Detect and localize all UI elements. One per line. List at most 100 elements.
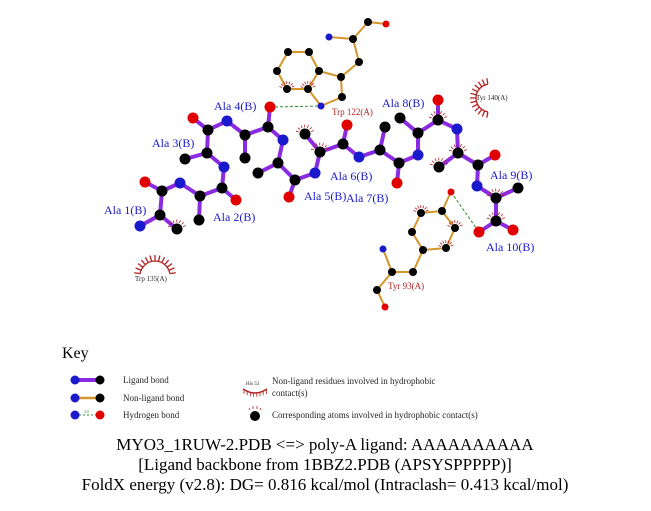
hydrophobic-contact-mark (438, 239, 454, 247)
nitrogen-atom (221, 115, 233, 127)
oxygen-atom (139, 176, 151, 188)
carbon-atom (490, 192, 502, 204)
carbon-atom (409, 268, 417, 276)
oxygen-atom (489, 149, 501, 161)
label-ala9: Ala 9(B) (490, 168, 532, 182)
carbon-atom (379, 121, 391, 133)
svg-text:Non-ligand residues involved i: Non-ligand residues involved in hydropho… (272, 376, 435, 386)
carbon-atom (171, 223, 183, 235)
carbon-atom (338, 93, 346, 101)
trp135-hydrophobic-arc (134, 255, 176, 275)
oxygen-atom (382, 20, 390, 28)
carbon-atom (374, 144, 386, 156)
key-hydrophobic-lashes (243, 390, 267, 397)
oxygen-atom (283, 191, 295, 203)
nitrogen-atom (218, 161, 230, 173)
caption-line1: MYO3_1RUW-2.PDB <=> poly-A ligand: AAAAA… (116, 435, 534, 454)
hydrophobic-contact-mark (486, 211, 505, 220)
oxygen-atom (432, 94, 444, 106)
oxygen-atom (473, 226, 485, 238)
carbon-atom (337, 138, 349, 150)
nitrogen-atom (309, 167, 321, 179)
hydrophobic-contact-mark (429, 157, 448, 166)
oxygen-atom (230, 194, 242, 206)
carbon-atom (349, 35, 357, 43)
carbon-atom (417, 209, 425, 217)
carbon-atom (490, 215, 502, 227)
carbon-atom (194, 190, 206, 202)
label-trp122: Trp 122(A) (332, 107, 373, 117)
nitrogen-atom (277, 134, 289, 146)
nonligand-bond (382, 248, 393, 273)
bonds (139, 21, 519, 308)
carbon-atom (433, 161, 445, 173)
carbon-atom (432, 114, 444, 126)
carbon-atom (394, 112, 406, 124)
nitrogen-atom (134, 220, 146, 232)
carbon-atom (315, 67, 323, 75)
label-ala10: Ala 10(B) (486, 240, 534, 254)
label-ala8: Ala 8(B) (382, 96, 424, 110)
tyr140-hydrophobic-arc (470, 78, 489, 118)
carbon-atom (283, 85, 291, 93)
carbon-atom (438, 207, 446, 215)
carbon-atom (364, 18, 372, 26)
oxygen-atom (341, 119, 353, 131)
label-ala4: Ala 4(B) (214, 99, 256, 113)
svg-text:Corresponding atoms involved i: Corresponding atoms involved in hydropho… (272, 410, 478, 420)
nitrogen-atom (412, 149, 424, 161)
svg-text:Ligand bond: Ligand bond (123, 375, 169, 385)
nitrogen-atom (451, 123, 463, 135)
hydrophobic-contact-mark (448, 143, 467, 152)
carbon-atom (239, 129, 251, 141)
label-ala7: Ala 7(B) (346, 191, 388, 205)
svg-text:His 53: His 53 (246, 382, 260, 387)
oxygen-atom (391, 177, 403, 189)
hydrophobic-contact-mark (486, 188, 505, 197)
key-nonligand-bond: Non-ligand bond (70, 393, 185, 403)
atoms (134, 18, 524, 311)
carbon-atom (216, 182, 228, 194)
nitrogen-atom (471, 180, 483, 192)
carbon-atom (337, 73, 345, 81)
hydrogen-bond (450, 191, 480, 233)
carbon-atom (412, 127, 424, 139)
key-title: Key (62, 345, 89, 362)
oxygen-atom (264, 101, 276, 113)
carbon-atom (373, 286, 381, 294)
key-hydrogen-bond: 3.0 Hydrogen bond (70, 409, 180, 420)
carbon-atom (273, 67, 281, 75)
hydrophobic-contact-mark (310, 142, 329, 151)
carbon-atom (239, 152, 251, 164)
carbon-atom (262, 121, 274, 133)
carbon-atom (408, 228, 416, 236)
oxygen-atom (187, 112, 199, 124)
carbon-atom (289, 174, 301, 186)
caption-line2: [Ligand backbone from 1BBZ2.PDB (APSYSPP… (138, 455, 512, 474)
hydrophobic-contact-mark (167, 219, 186, 228)
hydrophobic-contact-mark (447, 219, 463, 227)
carbon-atom (193, 214, 205, 226)
carbon-atom (304, 85, 312, 93)
carbon-atom (179, 153, 191, 165)
carbon-atom (451, 224, 459, 232)
oxygen-atom (447, 188, 455, 196)
nonligand-bond (328, 36, 354, 40)
carbon-atom (442, 244, 450, 252)
svg-text:3.0: 3.0 (84, 409, 89, 414)
label-tyr93: Tyr 93(A) (388, 281, 424, 291)
carbon-atom (272, 157, 284, 169)
carbon-atom (154, 209, 166, 221)
label-tyr140: Tyr 140(A) (476, 94, 508, 102)
hydrogen-bond (269, 105, 322, 108)
hydrophobic-contact-mark (295, 124, 314, 133)
carbon-atom (284, 48, 292, 56)
caption-line3: FoldX energy (v2.8): DG= 0.816 kcal/mol … (82, 475, 569, 494)
carbon-atom (305, 48, 313, 56)
nitrogen-atom (325, 33, 333, 41)
label-ala5: Ala 5(B) (304, 189, 346, 203)
oxygen-atom (507, 224, 519, 236)
carbon-atom (419, 246, 427, 254)
hydrophobic-contact-mark (413, 204, 429, 212)
